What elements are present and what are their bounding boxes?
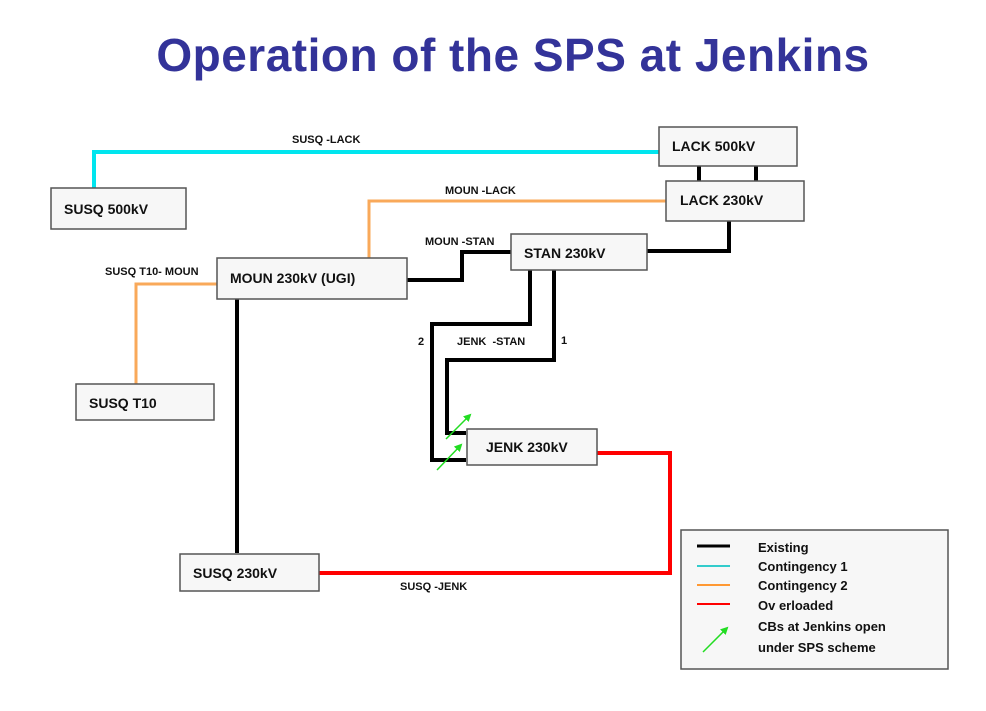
node-label: SUSQ 230kV (193, 565, 278, 581)
node-label: LACK 230kV (680, 192, 764, 208)
legend-cb-arrow-icon (702, 626, 729, 653)
node-susq-500kv[interactable]: SUSQ 500kV (50, 187, 187, 230)
line-jenk-stan-1 (445, 269, 556, 435)
node-label: MOUN 230kV (UGI) (230, 270, 355, 286)
node-lack-230kv[interactable]: LACK 230kV (665, 180, 805, 222)
node-label: LACK 500kV (672, 138, 756, 154)
node-moun-230kv-ugi[interactable]: MOUN 230kV (UGI) (216, 257, 408, 300)
line-moun-stan (406, 250, 511, 282)
legend-label-contingency1: Contingency 1 (758, 559, 848, 574)
legend-label-contingency2: Contingency 2 (758, 578, 848, 593)
node-lack-500kv[interactable]: LACK 500kV (658, 126, 798, 167)
node-label: SUSQ 500kV (64, 201, 149, 217)
node-susq-t10[interactable]: SUSQ T10 (75, 383, 215, 421)
label-susqt10-moun: SUSQ T10- MOUN (105, 266, 199, 278)
node-susq-230kv[interactable]: SUSQ 230kV (179, 553, 320, 592)
label-jenk-stan: JENK -STAN (457, 336, 525, 348)
node-label: JENK 230kV (486, 439, 568, 455)
node-label: STAN 230kV (524, 245, 606, 261)
legend-label-cb-open: CBs at Jenkins open (758, 619, 886, 634)
node-label: SUSQ T10 (89, 395, 157, 411)
legend: Existing Contingency 1 Contingency 2 Ov … (680, 529, 949, 670)
node-jenk-230kv[interactable]: JENK 230kV (466, 428, 598, 466)
line-lack230-stan (647, 220, 731, 253)
legend-label-existing: Existing (758, 540, 809, 555)
label-circuit-1: 1 (561, 335, 567, 347)
cb-open-arrow-icon (445, 413, 472, 440)
label-moun-stan: MOUN -STAN (425, 236, 495, 248)
legend-label-cb-open-2: under SPS scheme (758, 640, 876, 655)
line-jenk-stan-2 (430, 269, 532, 462)
line-susq-jenk (318, 451, 672, 575)
label-moun-lack: MOUN -LACK (445, 185, 516, 197)
cb-open-arrow-icon (436, 443, 463, 471)
legend-label-overloaded: Ov erloaded (758, 598, 833, 613)
line-susqt10-moun (134, 282, 218, 384)
line-susq-lack (92, 150, 659, 188)
slide-title: Operation of the SPS at Jenkins (156, 29, 870, 81)
label-susq-lack: SUSQ -LACK (292, 134, 361, 146)
line-moun-lack (367, 199, 666, 258)
label-circuit-2: 2 (418, 336, 424, 348)
label-susq-jenk: SUSQ -JENK (400, 581, 467, 593)
node-stan-230kv[interactable]: STAN 230kV (510, 233, 648, 271)
